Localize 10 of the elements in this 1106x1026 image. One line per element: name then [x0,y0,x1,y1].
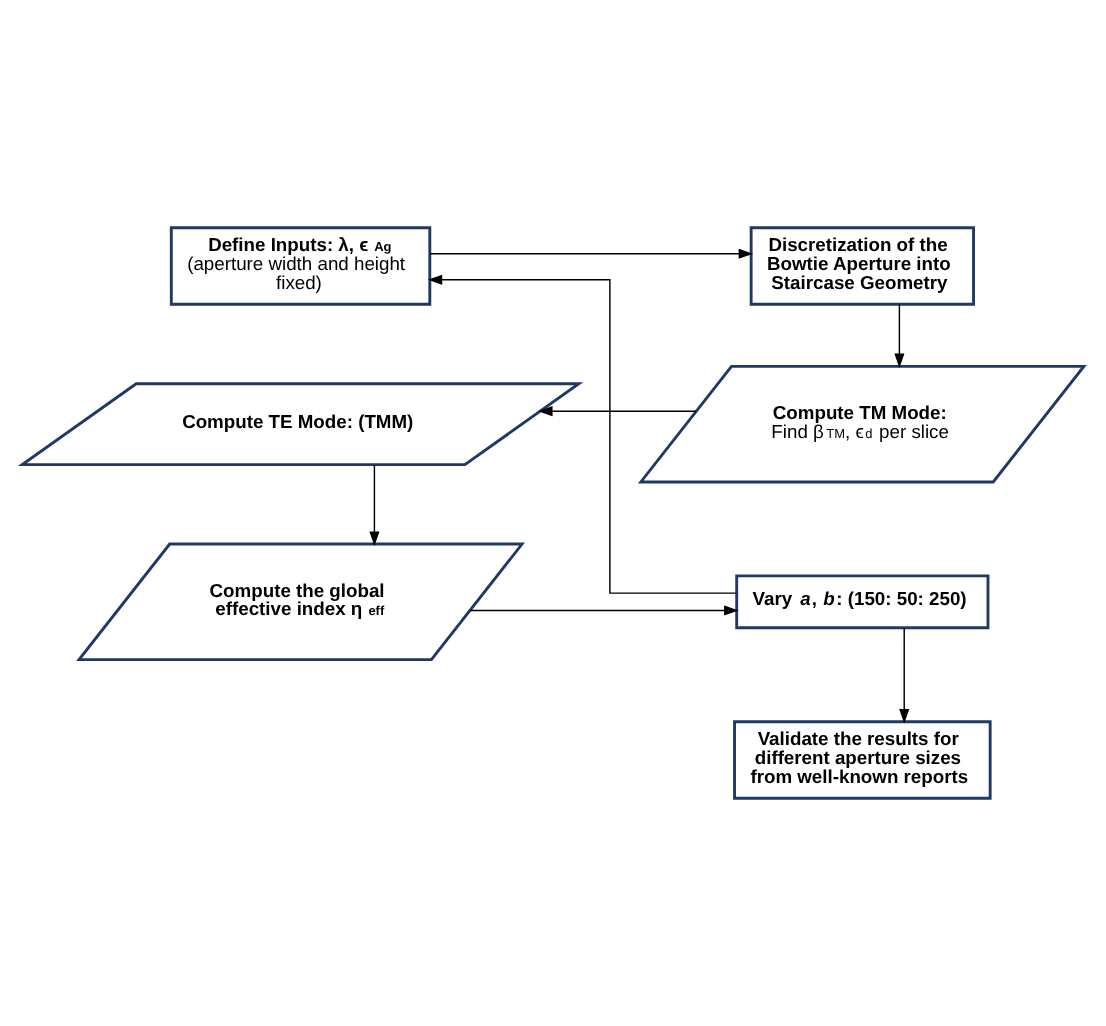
arrow [538,406,697,417]
arrow [369,464,380,546]
node-box: Validate the results for different aperture sizes from well-known reports [733,720,992,800]
node-box: Discretization of the Bowtie Aperture into Staircase Geometry [749,226,975,306]
node-box: Vary a, b: (150: 50: 250) [735,574,990,630]
arrow [429,248,754,259]
arrow [894,303,905,369]
arrow [469,605,739,616]
arrow [427,274,738,594]
arrow [899,627,910,724]
